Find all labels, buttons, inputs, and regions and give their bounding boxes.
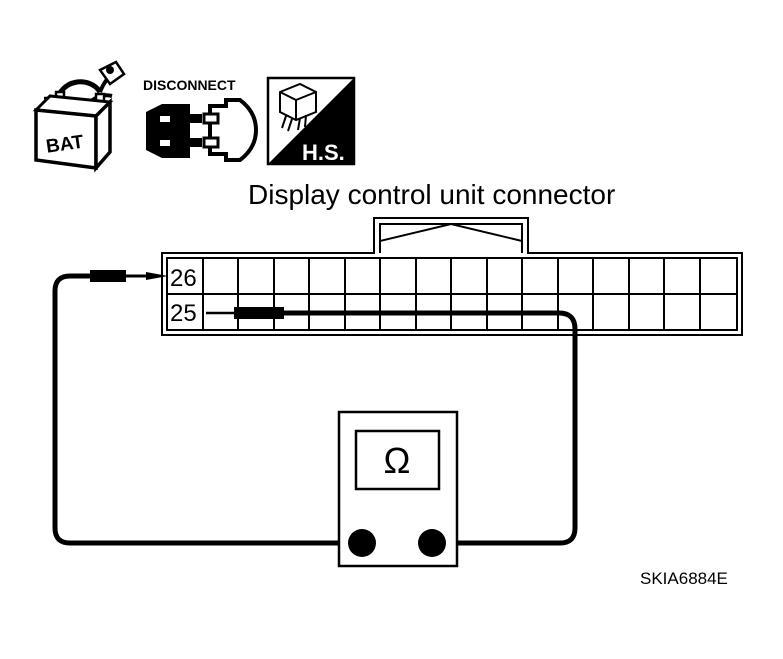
connector-body: 26 25 [161, 217, 743, 336]
meter-jack-negative [348, 529, 376, 557]
battery-icon: BAT [32, 60, 126, 173]
meter-jack-positive [418, 529, 446, 557]
ohmmeter: Ω [337, 410, 459, 568]
connector-cavity-dividers [202, 258, 701, 330]
battery-label: BAT [45, 132, 86, 158]
ohm-symbol: Ω [384, 440, 411, 481]
test-lead-wires [52, 270, 578, 546]
figure-code: SKIA6884E [640, 569, 728, 588]
harness-side-icon: H.S. [266, 76, 356, 166]
disconnect-label: DISCONNECT [143, 77, 236, 93]
harness-side-label: H.S. [302, 140, 345, 165]
disconnect-connector-icon: DISCONNECT [143, 77, 259, 162]
connector-title: Display control unit connector [248, 179, 615, 210]
terminal-label-top: 26 [170, 265, 197, 292]
terminal-label-bottom: 25 [170, 300, 197, 327]
